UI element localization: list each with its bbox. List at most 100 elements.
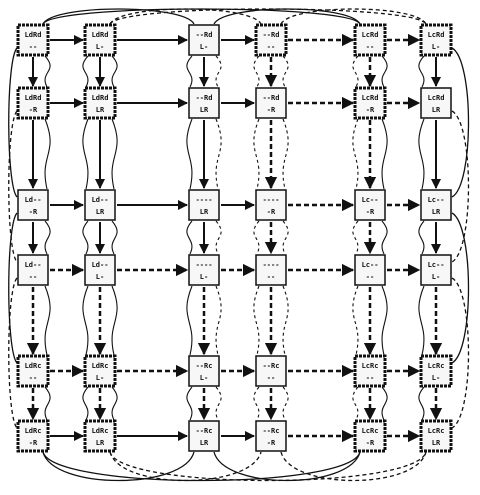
state-node-box [188,24,220,56]
state-node: LcRc-R [353,419,387,453]
bypass-connector [352,285,359,356]
state-label-bottom: -- [29,273,37,281]
top-loop-connector [42,8,361,25]
state-node: LdRc-- [16,354,50,388]
bypass-connector [418,386,425,421]
bypass-connector [381,386,388,421]
bottom-loop-connector [42,451,195,482]
state-node-box [420,254,452,286]
bypass-connector [418,285,425,356]
state-label-top: ---- [196,196,213,204]
bypass-connector [82,118,89,190]
state-node: LcRd-R [353,86,387,120]
state-node-box [16,23,50,57]
state-node-box [353,23,387,57]
state-node: Ld---R [17,189,49,221]
state-node: Ld--LR [84,189,116,221]
bypass-connector [186,55,193,88]
left-loop-connector [8,47,18,198]
state-label-bottom: -R [29,208,38,216]
state-label-bottom: -R [267,439,276,447]
state-node-box [255,420,287,452]
bypass-connector [253,386,260,421]
state-node-box [188,420,220,452]
bypass-connector [215,285,222,356]
bypass-connector [282,118,289,190]
state-label-top: ---- [263,261,280,269]
bypass-connector [111,386,118,421]
state-label-bottom: LR [432,106,441,114]
state-label-top: ---- [263,196,280,204]
state-label-bottom: L- [96,43,104,51]
bypass-connector [282,220,289,255]
state-node: LdRd-R [16,86,50,120]
state-label-top: Ld-- [92,261,109,269]
state-node-box [16,86,50,120]
state-node: Lc--LR [420,189,452,221]
bypass-connector [381,285,388,356]
state-label-top: ---- [196,261,213,269]
state-label-top: LdRc [25,427,42,435]
state-node: --Rd-- [254,23,288,57]
bottom-loop-connector [109,451,262,482]
state-nodes: LdRd--LdRdL---RdL---Rd--LcRd--LcRdL-LdRd… [16,23,453,453]
state-node-box [17,254,49,286]
state-node: --Rd-R [255,87,287,119]
state-label-top: LdRc [92,427,109,435]
bypass-connector [253,285,260,356]
state-node-box [419,23,453,57]
left-loop-connector [8,277,18,429]
state-label-top: --Rc [263,362,280,370]
state-node: Ld---- [17,254,49,286]
state-label-top: LcRd [428,31,445,39]
bypass-connector [352,386,359,421]
state-label-bottom: -R [267,208,276,216]
bypass-connector [418,55,425,88]
state-label-bottom: -R [29,439,38,447]
state-label-top: LdRd [25,31,42,39]
state-label-bottom: LR [200,439,209,447]
state-label-top: LcRc [428,362,445,370]
state-label-bottom: -- [366,43,374,51]
state-label-top: LcRd [362,94,379,102]
state-label-bottom: -- [366,374,374,382]
state-label-bottom: -- [29,374,37,382]
bypass-connector [381,220,388,255]
bypass-connector [352,118,359,190]
bypass-connector [352,220,359,255]
state-label-top: --Rc [196,427,213,435]
state-label-top: LdRd [92,94,109,102]
state-label-bottom: -- [267,374,275,382]
state-node: LdRd-- [16,23,50,57]
state-label-top: --Rd [196,31,213,39]
bypass-connector [253,220,260,255]
state-node-box [255,254,287,286]
state-label-bottom: LR [96,106,105,114]
state-node: --RdL- [188,24,220,56]
state-node: ----L- [188,254,220,286]
state-label-bottom: -R [267,106,276,114]
state-node-box [17,189,49,221]
curved-connectors [8,8,470,482]
state-node-box [419,354,453,388]
state-label-top: --Rd [196,94,213,102]
state-node-box [354,254,386,286]
state-node-box [84,254,116,286]
state-node-box [353,354,387,388]
state-node: Lc--L- [420,254,452,286]
right-loop-connector [451,212,470,364]
state-label-top: Lc-- [362,196,379,204]
state-label-bottom: L- [432,43,440,51]
state-label-top: --Rc [196,362,213,370]
bypass-connector [186,220,193,255]
state-label-bottom: -R [366,208,375,216]
bypass-connector [111,220,118,255]
state-node-box [354,189,386,221]
bypass-connector [44,118,51,190]
bypass-connector [186,118,193,190]
bypass-connector [186,386,193,421]
